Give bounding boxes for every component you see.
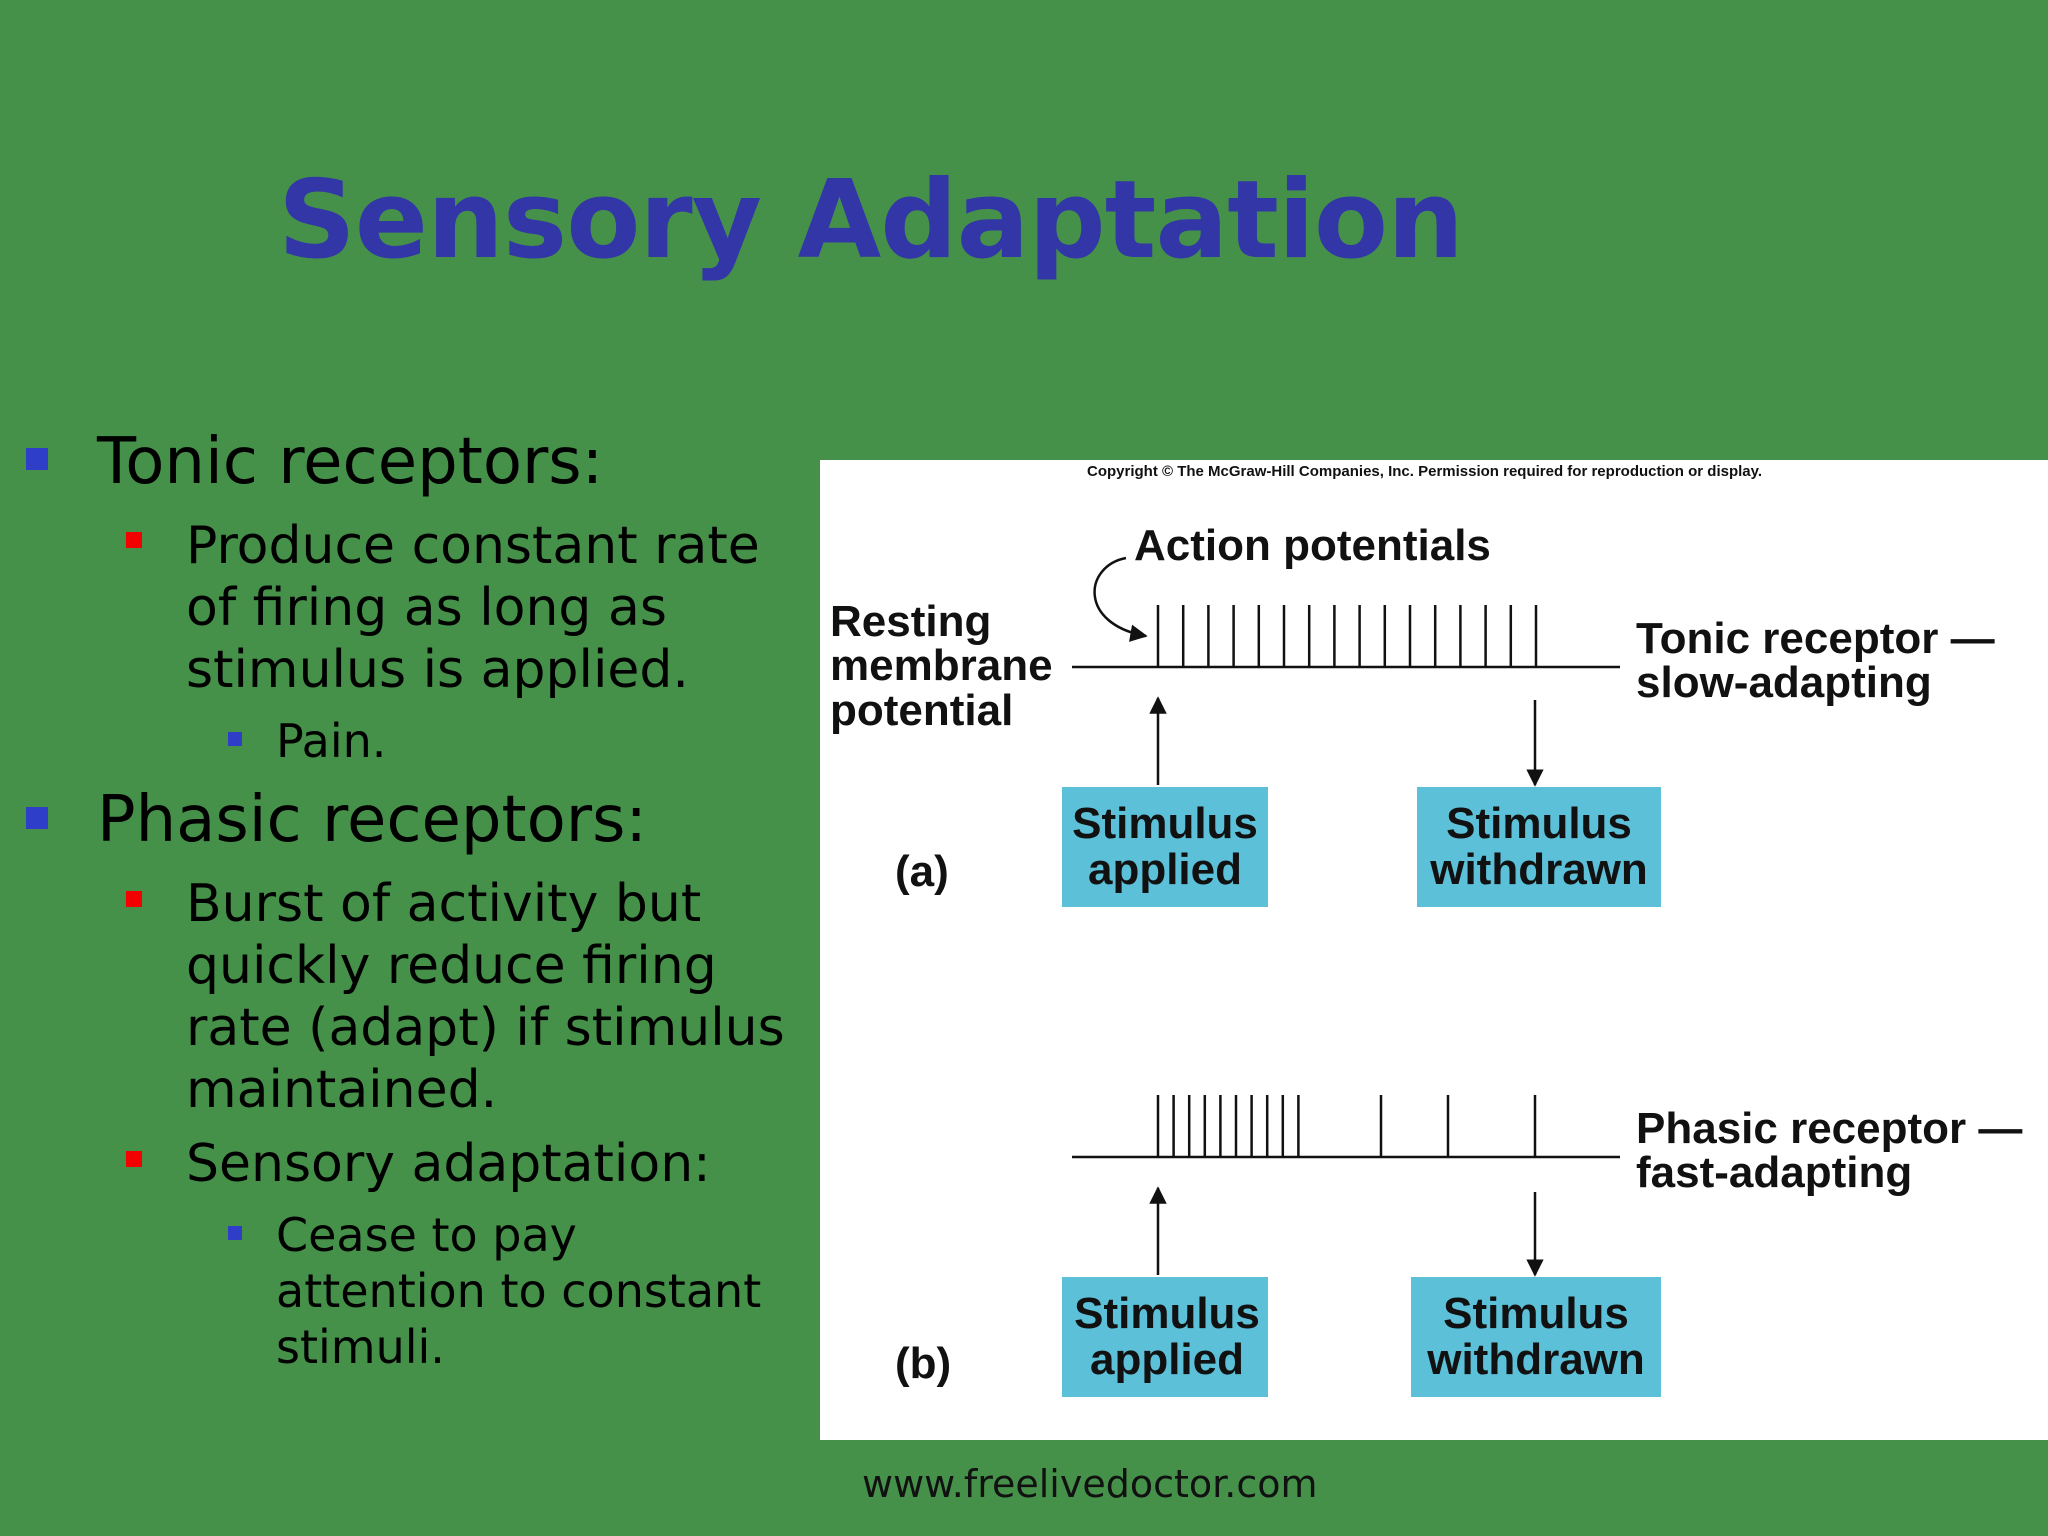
tonic-receptors-example: Pain.	[276, 714, 387, 768]
tonic-receptor-label-line-1: Tonic receptor —	[1636, 614, 1995, 663]
stimulus-applied-text-b-2: applied	[1090, 1335, 1244, 1384]
copyright-notice: Copyright © The McGraw-Hill Companies, I…	[1087, 463, 1762, 480]
receptor-adaptation-figure: Copyright © The McGraw-Hill Companies, I…	[820, 460, 2048, 1440]
stimulus-applied-text-a-2: applied	[1088, 845, 1242, 894]
phasic-receptors-description: Burst of activity but quickly reduce fir…	[186, 874, 785, 1120]
stimulus-withdrawn-text-b-2: withdrawn	[1426, 1335, 1645, 1384]
action-potential-spikes-b	[1156, 1095, 1537, 1157]
bullet-square-icon	[126, 891, 142, 907]
resting-label-line-1: Resting	[830, 597, 991, 646]
curved-pointer-arrow	[1093, 556, 1148, 642]
bullet-square-icon	[126, 1151, 142, 1167]
panel-a-label: (a)	[895, 847, 949, 896]
bullet-square-icon	[26, 807, 48, 829]
tonic-receptor-label-line-2: slow-adapting	[1636, 658, 1932, 707]
stimulus-withdrawn-box-a	[1417, 787, 1661, 907]
phasic-receptor-label-line-2: fast-adapting	[1636, 1148, 1912, 1197]
bullet-list: Tonic receptors: Produce constant rate o…	[0, 0, 820, 1536]
action-potential-spikes-a	[1156, 605, 1538, 667]
resting-label-line-2: membrane	[830, 641, 1053, 690]
tonic-receptors-heading: Tonic receptors:	[97, 425, 604, 499]
phasic-receptor-label-line-1: Phasic receptor —	[1636, 1104, 2022, 1153]
stimulus-applied-text-a-1: Stimulus	[1072, 799, 1258, 848]
stimulus-applied-box-b	[1062, 1277, 1268, 1397]
stimulus-withdrawn-box-b	[1411, 1277, 1661, 1397]
resting-label-line-3: potential	[830, 686, 1013, 735]
sensory-adaptation-heading: Sensory adaptation:	[186, 1134, 711, 1194]
stimulus-withdrawn-text-a-1: Stimulus	[1446, 799, 1632, 848]
bullet-square-icon	[126, 532, 142, 548]
tonic-receptors-description: Produce constant rate of firing as long …	[186, 516, 760, 700]
receptor-diagram: Copyright © The McGraw-Hill Companies, I…	[830, 463, 2022, 1397]
phasic-receptors-heading: Phasic receptors:	[97, 783, 647, 857]
sensory-adaptation-description: Cease to pay attention to constant stimu…	[276, 1208, 762, 1374]
bullet-square-icon	[228, 732, 242, 746]
panel-b-label: (b)	[895, 1339, 951, 1388]
stimulus-applied-text-b-1: Stimulus	[1074, 1289, 1260, 1338]
stimulus-withdrawn-text-b-1: Stimulus	[1443, 1289, 1629, 1338]
footer-url: www.freelivedoctor.com	[862, 1462, 1318, 1506]
stimulus-withdrawn-text-a-2: withdrawn	[1429, 845, 1648, 894]
slide-title: Sensory Adaptation	[278, 158, 1464, 283]
action-potentials-label: Action potentials	[1134, 521, 1491, 570]
stimulus-applied-box-a	[1062, 787, 1268, 907]
bullet-square-icon	[26, 448, 48, 470]
bullet-square-icon	[228, 1226, 242, 1240]
